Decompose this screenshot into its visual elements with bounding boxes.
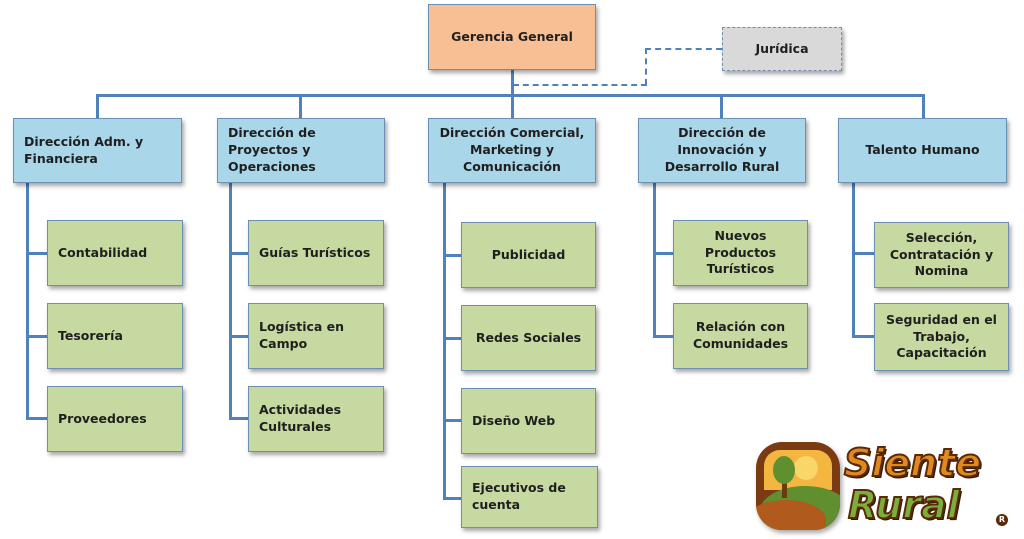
- node-unit-1-2: Actividades Culturales: [248, 386, 384, 452]
- node-unit-0-2: Proveedores: [47, 386, 183, 452]
- connector-spine-3: [653, 183, 656, 338]
- connector-spine-2: [443, 183, 446, 500]
- connector-root-down: [511, 70, 514, 96]
- node-unit-3-1: Relación con Comunidades: [673, 303, 808, 369]
- node-unit-4-0: Selección, Contratación y Nomina: [874, 222, 1009, 288]
- connector-tick-0-0: [26, 252, 48, 255]
- node-unit-2-0: Publicidad: [461, 222, 596, 288]
- connector-tick-0-2: [26, 417, 48, 420]
- connector-advisory-h2: [645, 48, 722, 50]
- node-direction-2-label: Dirección Comercial, Marketing y Comunic…: [439, 125, 585, 174]
- connector-tick-1-2: [229, 417, 249, 420]
- node-unit-2-3-label: Ejecutivos de cuenta: [472, 480, 566, 512]
- node-unit-3-0: Nuevos Productos Turísticos: [673, 220, 808, 286]
- connector-spine-4: [852, 183, 855, 338]
- node-unit-2-3: Ejecutivos de cuenta: [461, 466, 598, 528]
- node-unit-2-1-label: Redes Sociales: [475, 329, 582, 345]
- logo-badge-icon: [756, 442, 840, 530]
- node-advisory-label: Jurídica: [755, 40, 809, 56]
- node-unit-1-2-label: Actividades Culturales: [259, 402, 342, 434]
- connector-spine-0: [26, 183, 29, 420]
- connector-tick-0-1: [26, 335, 48, 338]
- logo-text-line2: Rural: [847, 483, 961, 527]
- node-direction-0-label: Dirección Adm. y Financiera: [24, 133, 144, 166]
- node-unit-2-0-label: Publicidad: [491, 246, 566, 262]
- node-unit-0-1: Tesorería: [47, 303, 183, 369]
- brand-logo: Siente Rural R: [752, 438, 1014, 534]
- registered-mark-icon: R: [996, 514, 1008, 526]
- node-advisory: Jurídica: [722, 27, 842, 71]
- connector-drop-dir-0: [96, 94, 99, 118]
- node-unit-2-2: Diseño Web: [461, 388, 596, 454]
- node-unit-1-1: Logística en Campo: [248, 303, 384, 369]
- connector-tick-2-0: [443, 254, 462, 257]
- node-unit-1-1-label: Logística en Campo: [259, 319, 345, 351]
- node-unit-1-0: Guías Turísticos: [248, 220, 384, 286]
- node-direction-4: Talento Humano: [838, 118, 1007, 183]
- connector-tick-2-1: [443, 337, 462, 340]
- connector-tick-3-0: [653, 252, 674, 255]
- connector-tick-3-1: [653, 335, 674, 338]
- node-direction-4-label: Talento Humano: [865, 142, 980, 158]
- connector-drop-dir-1: [299, 94, 302, 118]
- node-direction-2: Dirección Comercial, Marketing y Comunic…: [428, 118, 596, 183]
- connector-advisory-v: [645, 48, 647, 85]
- node-direction-3: Dirección de Innovación y Desarrollo Rur…: [638, 118, 806, 183]
- node-unit-0-1-label: Tesorería: [58, 327, 123, 343]
- node-unit-4-1: Seguridad en el Trabajo, Capacitación: [874, 303, 1009, 371]
- connector-bus: [96, 94, 925, 97]
- connector-tick-1-1: [229, 335, 249, 338]
- node-direction-3-label: Dirección de Innovación y Desarrollo Rur…: [664, 125, 780, 174]
- connector-tick-2-2: [443, 419, 462, 422]
- connector-tick-1-0: [229, 252, 249, 255]
- connector-tick-4-1: [852, 335, 875, 338]
- node-unit-3-0-label: Nuevos Productos Turísticos: [704, 227, 777, 277]
- node-root-label: Gerencia General: [451, 28, 573, 44]
- logo-text-line1: Siente: [843, 441, 982, 485]
- connector-drop-dir-2: [511, 94, 514, 118]
- node-unit-0-0-label: Contabilidad: [58, 244, 148, 260]
- node-unit-0-0: Contabilidad: [47, 220, 183, 286]
- connector-tick-4-0: [852, 252, 875, 255]
- connector-advisory-h1: [513, 84, 647, 86]
- node-unit-2-1: Redes Sociales: [461, 305, 596, 371]
- connector-drop-dir-3: [720, 94, 723, 118]
- node-direction-1-label: Dirección de Proyectos y Operaciones: [228, 125, 316, 174]
- node-unit-0-2-label: Proveedores: [58, 410, 147, 426]
- node-unit-3-1-label: Relación con Comunidades: [692, 319, 789, 351]
- node-direction-1: Dirección de Proyectos y Operaciones: [217, 118, 385, 183]
- node-unit-4-0-label: Selección, Contratación y Nomina: [889, 229, 994, 279]
- node-direction-0: Dirección Adm. y Financiera: [13, 118, 182, 183]
- connector-tick-2-3: [443, 497, 462, 500]
- connector-spine-1: [229, 183, 232, 420]
- node-unit-4-1-label: Seguridad en el Trabajo, Capacitación: [886, 311, 997, 361]
- node-unit-1-0-label: Guías Turísticos: [259, 244, 371, 260]
- node-unit-2-2-label: Diseño Web: [472, 412, 556, 428]
- connector-drop-dir-4: [922, 94, 925, 118]
- node-root: Gerencia General: [428, 4, 596, 70]
